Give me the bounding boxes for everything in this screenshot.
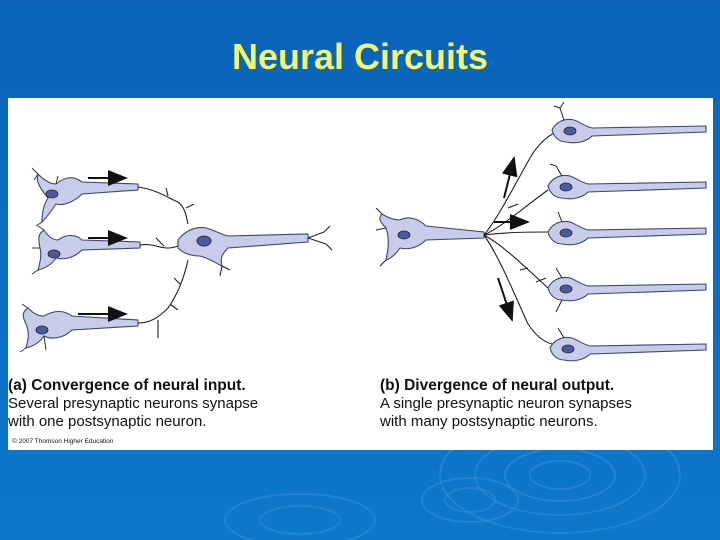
caption-heading: (a) Convergence of neural input.: [8, 377, 246, 394]
presynaptic-neuron: [19, 303, 139, 353]
postsynaptic-neuron: [547, 211, 707, 246]
slide-title: Neural Circuits: [231, 36, 489, 77]
presynaptic-neuron: [375, 207, 485, 267]
copyright-notice: © 2007 Thomson Higher Education: [12, 438, 114, 445]
postsynaptic-neuron: [547, 163, 707, 200]
presynaptic-neuron: [31, 167, 139, 227]
divergence-diagram: [375, 101, 707, 362]
postsynaptic-neuron: [177, 225, 333, 277]
caption-line: with one postsynaptic neuron.: [8, 413, 207, 430]
signal-arrow: [497, 277, 514, 322]
postsynaptic-neuron: [549, 327, 707, 362]
caption-line: Several presynaptic neurons synapse: [8, 395, 259, 412]
caption-divergence: (b) Divergence of neural output. A singl…: [380, 377, 632, 431]
caption-heading: (b) Divergence of neural output.: [380, 377, 615, 394]
convergence-diagram: [19, 167, 333, 353]
figure-panel: (a) Convergence of neural input. Several…: [8, 98, 713, 450]
caption-line: with many postsynaptic neurons.: [380, 413, 598, 430]
postsynaptic-neuron: [551, 101, 707, 144]
caption-convergence: (a) Convergence of neural input. Several…: [8, 377, 258, 431]
signal-arrow: [501, 156, 518, 199]
neural-circuits-figure: [19, 101, 707, 362]
caption-line: A single presynaptic neuron synapses: [380, 395, 632, 412]
presynaptic-neuron: [31, 225, 141, 275]
postsynaptic-neuron: [547, 267, 707, 313]
